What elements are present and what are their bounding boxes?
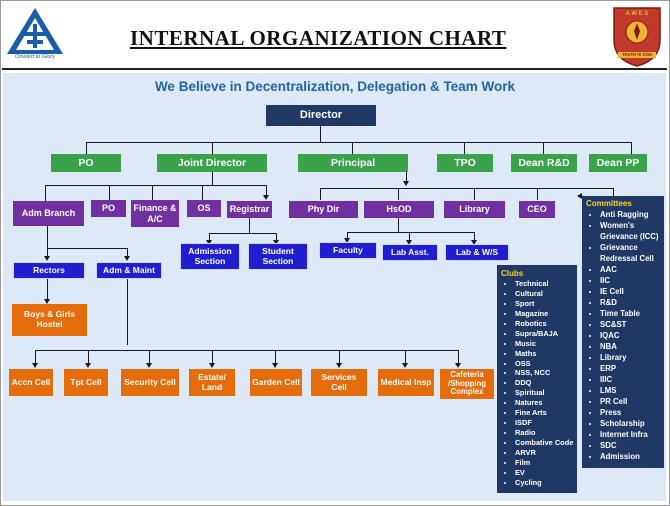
club-item: OSS xyxy=(515,359,575,369)
emblem-motto: TRUTH IS GOD xyxy=(621,52,652,57)
committee-item: Library xyxy=(600,352,662,363)
node-po-top: PO xyxy=(51,154,121,172)
node-joint-director: Joint Director xyxy=(157,154,267,172)
club-item: Robotics xyxy=(515,319,575,329)
node-phy-dir: Phy Dir xyxy=(289,201,358,218)
node-library: Library xyxy=(444,201,505,218)
committee-item: LMS xyxy=(600,385,662,396)
node-tpt-cell: Tpt Cell xyxy=(64,369,108,396)
club-item: Magazine xyxy=(515,309,575,319)
node-student-section: Student Section xyxy=(248,243,308,270)
node-lab-asst: Lab Asst. xyxy=(382,244,438,261)
shield-emblem-icon xyxy=(613,7,661,67)
node-dean-rd: Dean R&D xyxy=(511,154,577,172)
club-item: Sport xyxy=(515,299,575,309)
node-po: PO xyxy=(91,200,126,217)
node-estate-land: Estate/ Land xyxy=(189,369,235,396)
club-item: Cycling xyxy=(515,478,575,488)
club-item: ISDF xyxy=(515,418,575,428)
node-adm-maint: Adm & Maint xyxy=(96,262,162,279)
committees-arrow-icon xyxy=(577,193,582,199)
node-services-cell: Services Cell xyxy=(311,369,367,396)
institute-logo: Onward to Glory xyxy=(5,6,65,64)
node-hostel: Boys & Girls Hostel xyxy=(12,304,87,336)
node-security-cell: Security Cell xyxy=(121,369,179,396)
awes-emblem: A W E S TRUTH IS GOD xyxy=(610,4,664,68)
node-hsod: HsOD xyxy=(364,201,434,218)
club-item: Supra/BAJA xyxy=(515,329,575,339)
node-accn-cell: Accn Cell xyxy=(9,369,53,396)
node-lab-ws: Lab & W/S xyxy=(445,244,509,261)
committee-item: PR Cell xyxy=(600,396,662,407)
club-item: Fine Arts xyxy=(515,408,575,418)
node-adm-branch: Adm Branch xyxy=(13,201,84,226)
node-principal: Principal xyxy=(298,154,408,172)
committee-item: Press xyxy=(600,407,662,418)
committee-item: Admission xyxy=(600,451,662,462)
committee-item: Scholarship xyxy=(600,418,662,429)
committee-item: ERP xyxy=(600,363,662,374)
club-item: Film xyxy=(515,458,575,468)
node-finance: Finance & A/C xyxy=(131,200,179,227)
emblem-letters: A W E S xyxy=(625,11,649,17)
node-medical-insp: Medical Insp xyxy=(378,369,434,396)
node-faculty: Faculty xyxy=(319,242,377,259)
header-divider xyxy=(2,68,667,70)
node-garden-cell: Garden Cell xyxy=(250,369,302,396)
club-item: Maths xyxy=(515,349,575,359)
node-registrar: Registrar xyxy=(227,201,272,218)
club-item: ARVR xyxy=(515,448,575,458)
committee-item: SDC xyxy=(600,440,662,451)
club-item: Combative Code xyxy=(515,438,575,448)
committees-panel: Committees Anti RaggingWomen's Grievance… xyxy=(582,196,664,468)
committee-item: NBA xyxy=(600,341,662,352)
club-item: EV xyxy=(515,468,575,478)
club-item: Radio xyxy=(515,428,575,438)
club-item: DDQ xyxy=(515,378,575,388)
node-tpo: TPO xyxy=(437,154,493,172)
committee-item: R&D xyxy=(600,297,662,308)
page-title: INTERNAL ORGANIZATION CHART xyxy=(130,26,507,50)
committee-item: IIC xyxy=(600,275,662,286)
committees-list: Anti RaggingWomen's Grievance (ICC)Griev… xyxy=(586,209,662,462)
committee-item: Anti Ragging xyxy=(600,209,662,220)
committee-item: Women's Grievance (ICC) xyxy=(600,220,662,242)
node-dean-pp: Dean PP xyxy=(589,154,647,172)
node-cafeteria: Cafeteria /Shopping Complex xyxy=(440,369,494,399)
node-admission-section: Admission Section xyxy=(180,243,240,270)
club-item: Natures xyxy=(515,398,575,408)
committee-item: Time Table xyxy=(600,308,662,319)
triangle-logo-icon xyxy=(7,8,63,54)
clubs-title: Clubs xyxy=(501,269,524,278)
committee-item: IE Cell xyxy=(600,286,662,297)
tagline: We Believe in Decentralization, Delegati… xyxy=(154,79,516,94)
committee-item: AAC xyxy=(600,264,662,275)
committee-item: IIIC xyxy=(600,374,662,385)
club-item: Music xyxy=(515,339,575,349)
tagline-band xyxy=(3,73,666,103)
club-item: Technical xyxy=(515,279,575,289)
clubs-list: TechnicalCulturalSportMagazineRoboticsSu… xyxy=(501,279,575,488)
club-item: Cultural xyxy=(515,289,575,299)
node-rectors: Rectors xyxy=(13,262,85,279)
logo-caption: Onward to Glory xyxy=(14,54,56,60)
committee-item: IQAC xyxy=(600,330,662,341)
committee-item: Internet Infra xyxy=(600,429,662,440)
node-ceo: CEO xyxy=(519,201,555,218)
club-item: Spiritual xyxy=(515,388,575,398)
node-os: OS xyxy=(187,200,221,217)
node-director: Director xyxy=(266,105,376,126)
committees-title: Committees xyxy=(586,199,632,208)
committee-item: Grievance Redressal Cell xyxy=(600,242,662,264)
committee-item: SC&ST xyxy=(600,319,662,330)
clubs-panel: Clubs TechnicalCulturalSportMagazineRobo… xyxy=(497,265,577,493)
club-item: NSS, NCC xyxy=(515,368,575,378)
